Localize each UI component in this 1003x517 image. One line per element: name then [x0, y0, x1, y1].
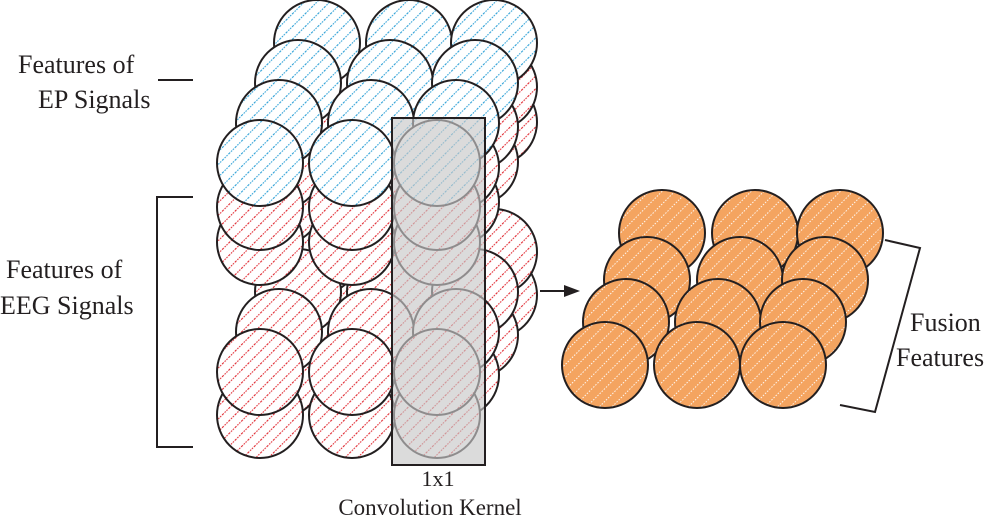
input-feature-stack	[216, 0, 538, 459]
eeg-feature-circle	[216, 328, 304, 416]
kernel-label-line2: Convolution Kernel	[338, 495, 521, 517]
fusion-feature-circle	[739, 321, 827, 409]
ep-feature-circle	[308, 119, 396, 207]
fusion-feature-grid	[561, 189, 884, 409]
eeg-bracket	[156, 196, 193, 448]
kernel-label-line1: 1x1	[422, 466, 455, 491]
fusion-label-line1: Fusion	[910, 308, 981, 337]
ep-label-line2: EP Signals	[38, 85, 150, 114]
ep-feature-circle	[216, 119, 304, 207]
eeg-label-line1: Features of	[6, 255, 123, 284]
ep-label-line1: Features of	[18, 50, 135, 79]
fusion-feature-circle	[561, 321, 649, 409]
fusion-feature-circle	[653, 321, 741, 409]
arrow-head-icon	[564, 285, 580, 297]
convolution-kernel-box	[391, 117, 486, 466]
eeg-feature-circle	[308, 328, 396, 416]
fusion-label-line2: Features	[896, 343, 984, 372]
eeg-label-line2: EEG Signals	[0, 291, 134, 320]
fusion-bracket	[839, 239, 922, 414]
